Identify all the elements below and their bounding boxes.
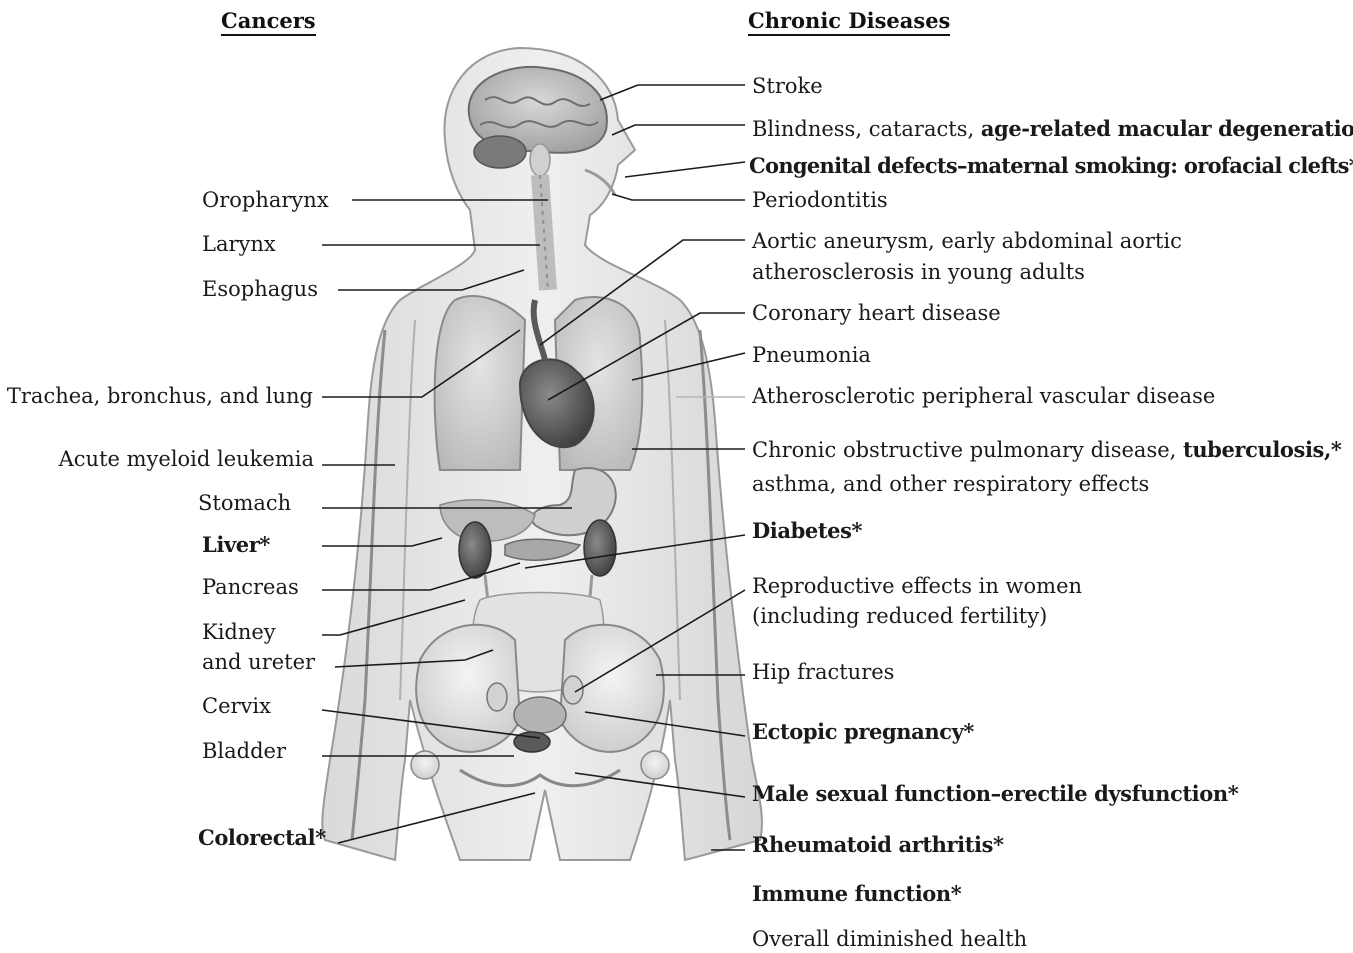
label-and-ureter: and ureter (202, 652, 315, 673)
label-tuberculosis: tuberculosis,* (1183, 437, 1341, 462)
label-aortic-2: atherosclerosis in young adults (752, 262, 1085, 283)
label-asthma: asthma, and other respiratory effects (752, 474, 1149, 495)
label-cervix: Cervix (202, 696, 271, 717)
leader-periodontitis (612, 194, 745, 200)
label-amd: age-related macular degeneration* (981, 116, 1353, 141)
label-oropharynx: Oropharynx (202, 190, 329, 211)
label-pneumonia: Pneumonia (752, 345, 871, 366)
label-overall: Overall diminished health (752, 929, 1027, 950)
label-diabetes: Diabetes* (752, 520, 862, 541)
label-pvd: Atherosclerotic peripheral vascular dise… (752, 386, 1215, 407)
label-hip-fractures: Hip fractures (752, 662, 894, 683)
kidney-right (584, 520, 616, 576)
label-larynx: Larynx (202, 234, 276, 255)
leader-blindness (612, 125, 745, 135)
label-stomach: Stomach (198, 493, 291, 514)
label-reproductive-1: Reproductive effects in women (752, 576, 1082, 597)
label-male-sexual: Male sexual function–erectile dysfunctio… (752, 783, 1238, 804)
label-pancreas: Pancreas (202, 577, 299, 598)
label-trachea-lung: Trachea, bronchus, and lung (7, 386, 313, 407)
label-bladder: Bladder (202, 741, 286, 762)
ovary-left (487, 683, 507, 711)
leader-stroke (600, 85, 745, 100)
label-ectopic: Ectopic pregnancy* (752, 721, 974, 742)
label-kidney: Kidney (202, 622, 276, 643)
header-chronic-diseases: Chronic Diseases (748, 10, 950, 36)
uterus (514, 697, 566, 733)
label-reproductive-2: (including reduced fertility) (752, 606, 1047, 627)
ear (530, 144, 550, 176)
label-liver: Liver* (202, 534, 270, 555)
ovary-right (563, 676, 583, 704)
label-blindness-text: Blindness, cataracts, (752, 117, 981, 141)
label-copd-text: Chronic obstructive pulmonary disease, (752, 438, 1183, 462)
kidney-left (459, 522, 491, 578)
label-immune: Immune function* (752, 883, 961, 904)
label-rheumatoid: Rheumatoid arthritis* (752, 834, 1004, 855)
label-colorectal: Colorectal* (198, 827, 326, 848)
leader-congenital (625, 162, 745, 177)
label-coronary: Coronary heart disease (752, 303, 1001, 324)
label-copd: Chronic obstructive pulmonary disease, t… (752, 439, 1341, 461)
label-aortic-1: Aortic aneurysm, early abdominal aortic (752, 231, 1182, 252)
label-aml: Acute myeloid leukemia (59, 449, 314, 470)
label-esophagus: Esophagus (202, 279, 318, 300)
label-congenital-defects: Congenital defects–maternal smoking: oro… (749, 155, 1353, 176)
label-stroke: Stroke (752, 76, 823, 97)
label-blindness: Blindness, cataracts, age-related macula… (752, 118, 1353, 140)
header-cancers: Cancers (221, 10, 316, 36)
label-periodontitis: Periodontitis (752, 190, 888, 211)
